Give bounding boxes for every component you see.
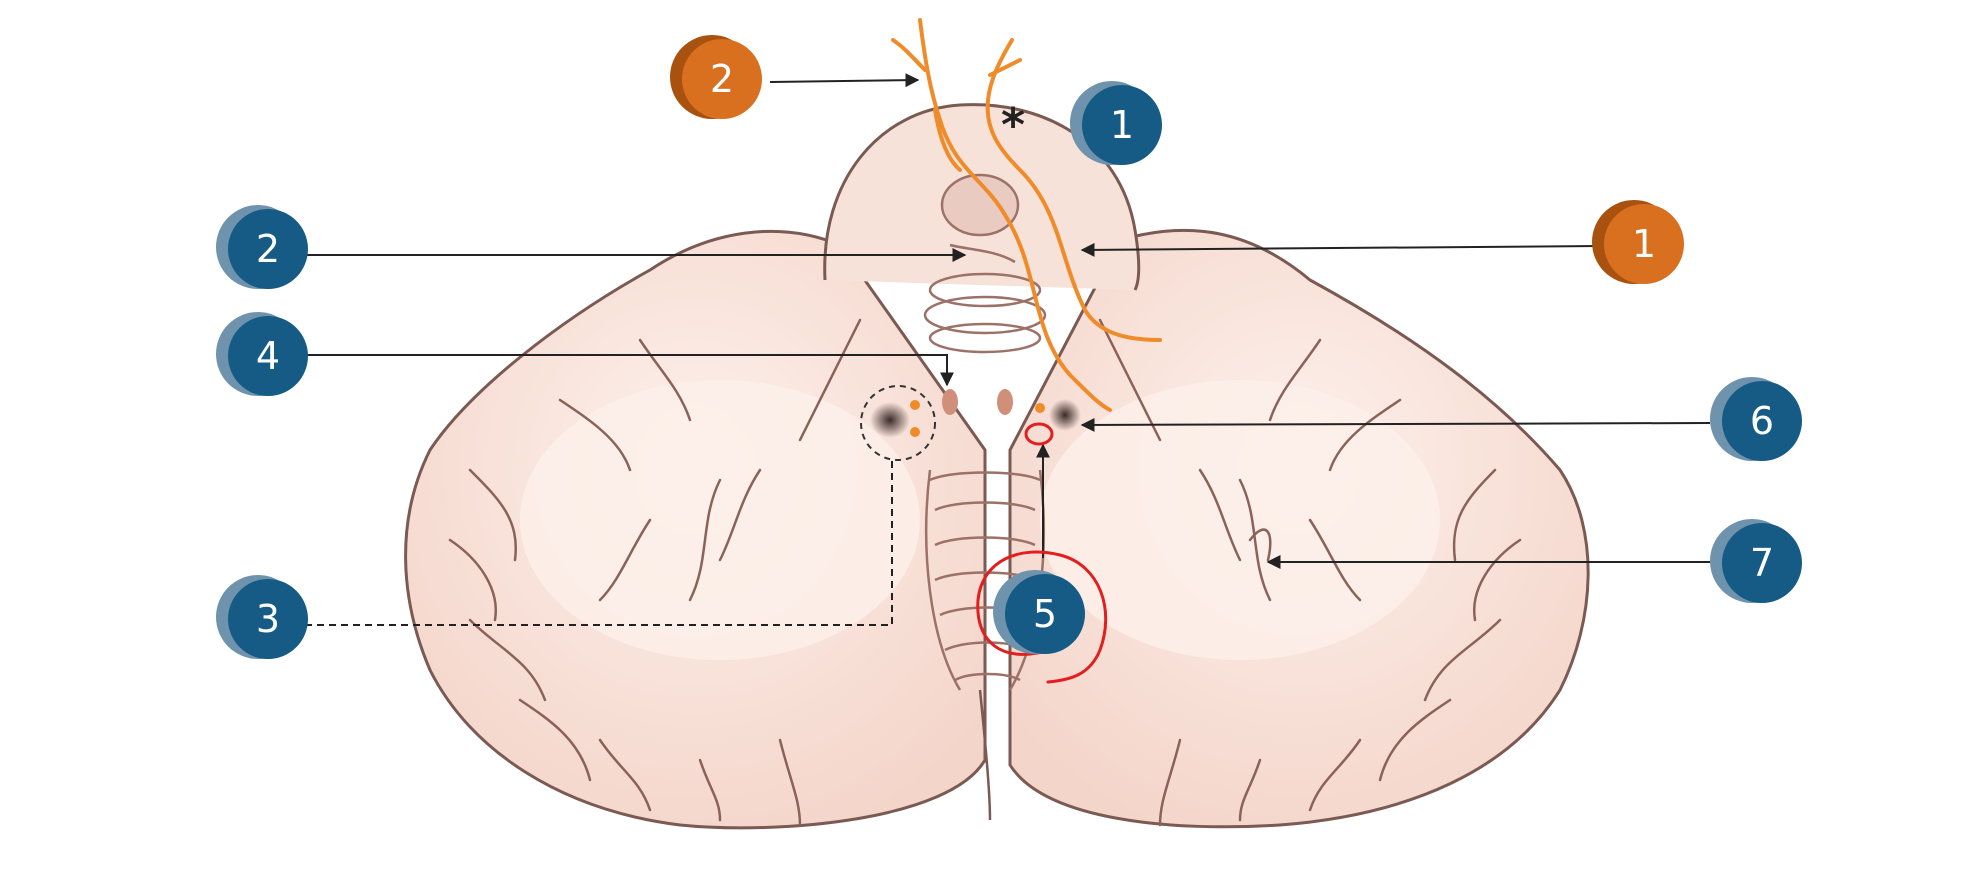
svg-text:4: 4	[256, 334, 280, 378]
svg-text:2: 2	[710, 57, 734, 101]
svg-text:7: 7	[1750, 541, 1774, 585]
svg-text:5: 5	[1033, 592, 1057, 636]
red-loop-around-5	[976, 550, 1108, 684]
badge-blue-7: 7	[1710, 519, 1802, 603]
badge-orange-2: 2	[670, 35, 762, 119]
blue-badges: 1 2 3 4 5 6 7	[216, 81, 1802, 659]
deep-nuclei	[860, 385, 1081, 461]
nucleus-right	[997, 389, 1013, 415]
leader-lines	[305, 73, 1711, 626]
orange-badges: 2 1	[670, 35, 1684, 284]
badge-blue-5: 5	[993, 570, 1085, 654]
nerve-tracts	[891, 18, 1162, 412]
leader-orange-1	[1080, 242, 1601, 257]
midline-notch	[978, 689, 992, 821]
folia-lines	[448, 318, 1522, 827]
leader-blue-6	[1080, 417, 1711, 432]
badge-blue-6: 6	[1710, 377, 1802, 461]
red-annotations	[976, 422, 1108, 684]
red-circle-small	[1024, 422, 1054, 446]
dentate-dashed-circle	[860, 385, 936, 461]
svg-text:3: 3	[256, 597, 280, 641]
dentate-nucleus-left	[870, 402, 910, 438]
badge-blue-2: 2	[216, 205, 308, 289]
badge-blue-4: 4	[216, 312, 308, 396]
leader-orange-2	[769, 73, 920, 88]
nucleus-left	[942, 389, 958, 415]
svg-text:1: 1	[1110, 103, 1134, 147]
white-matter-left	[520, 380, 920, 660]
badge-blue-1: 1	[1070, 81, 1162, 165]
badge-orange-1: 1	[1592, 200, 1684, 284]
leader-blue-3	[305, 460, 893, 626]
white-matter-right	[1040, 380, 1440, 660]
badge-blue-3: 3	[216, 575, 308, 659]
svg-text:1: 1	[1632, 222, 1656, 266]
asterisk-label: *	[1001, 98, 1025, 152]
svg-text:6: 6	[1750, 399, 1774, 443]
svg-text:2: 2	[256, 227, 280, 271]
dentate-nucleus-right	[1049, 399, 1081, 431]
leader-blue-4	[305, 354, 954, 387]
